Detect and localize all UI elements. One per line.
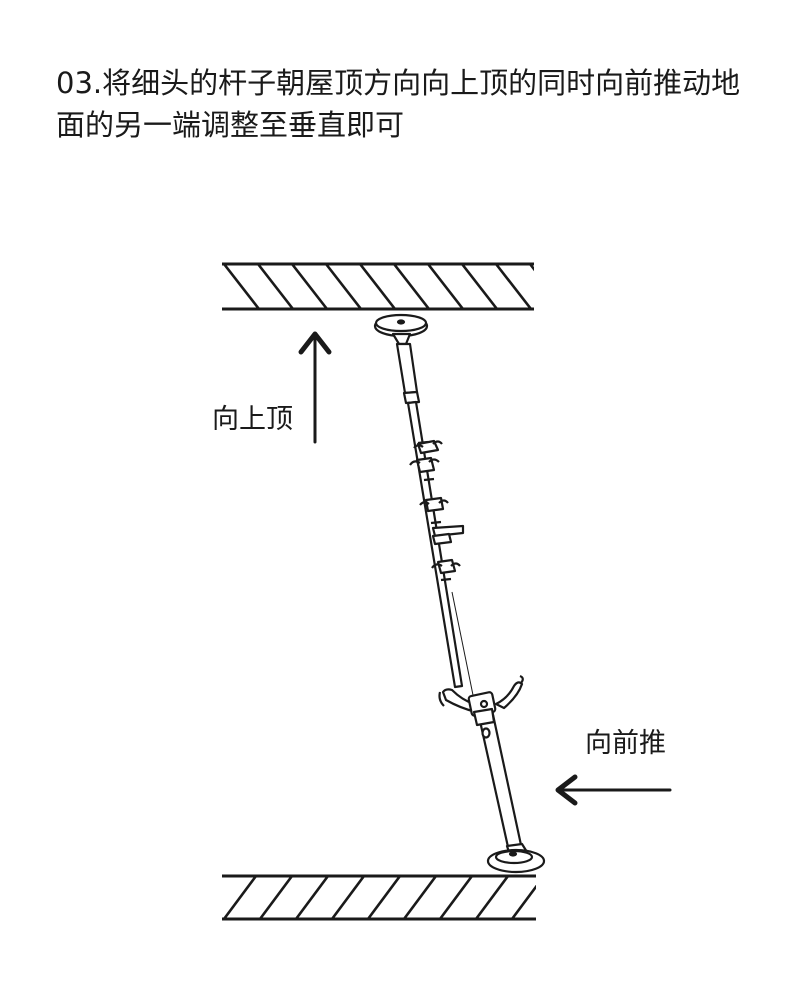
clip-2: [409, 456, 440, 474]
top-pad: [373, 313, 429, 346]
clip-5: [431, 558, 461, 575]
push-forward-label: 向前推: [585, 728, 666, 759]
arrow-up-icon: [298, 331, 332, 444]
clip-4: [431, 524, 465, 546]
bottom-pad: [486, 842, 546, 874]
telescopic-pole: [373, 313, 546, 874]
instruction-text: 03.将细头的杆子朝屋顶方向向上顶的同时向前推动地 面的另一端调整至垂直即可: [56, 62, 756, 146]
ceiling-hatch: [222, 262, 534, 311]
clip-3: [419, 496, 449, 513]
floor-hatch: [222, 874, 536, 921]
push-up-label: 向上顶: [212, 404, 293, 435]
hook-assembly: [438, 674, 524, 739]
arrow-left-icon: [555, 774, 672, 806]
instruction-line-1: 03.将细头的杆子朝屋顶方向向上顶的同时向前推动地: [56, 66, 741, 100]
clip-1: [413, 439, 443, 455]
instruction-line-2: 面的另一端调整至垂直即可: [56, 108, 405, 142]
